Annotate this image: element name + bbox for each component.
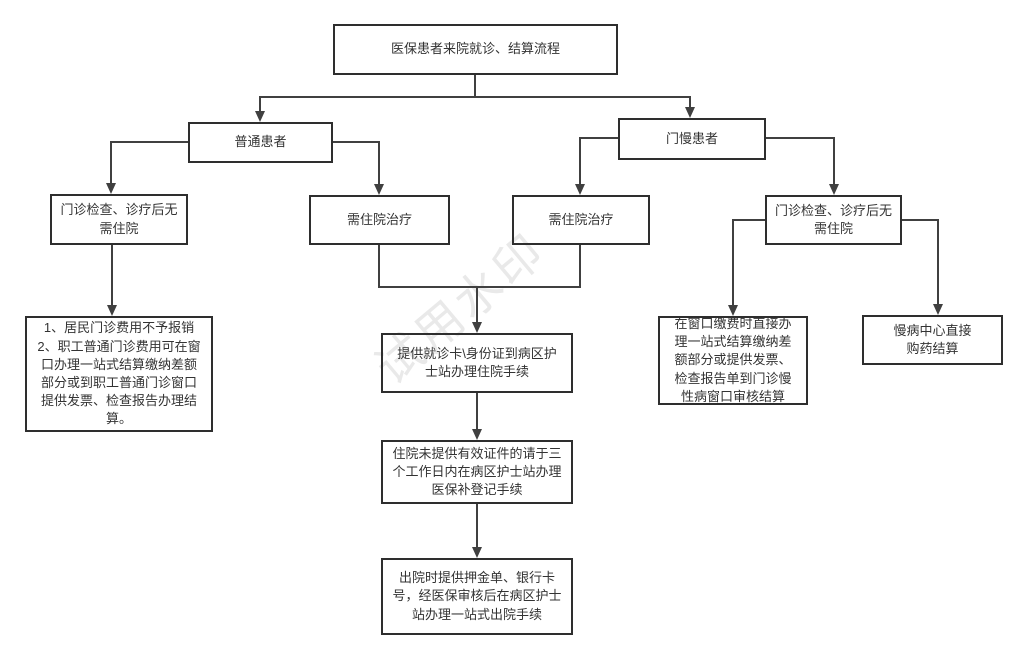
- node-ordinary-no-admission: 门诊检查、诊疗后无需住院: [50, 194, 188, 245]
- arrow-down-icon: [685, 107, 695, 118]
- connector-chrout-left-v: [732, 219, 734, 305]
- connector-chrout-left-h: [732, 219, 765, 221]
- connector-chrout-right-v: [937, 219, 939, 304]
- arrow-down-icon: [106, 183, 116, 194]
- arrow-down-icon: [374, 184, 384, 195]
- node-admission-procedure: 提供就诊卡\身份证到病区护士站办理住院手续: [381, 333, 573, 393]
- node-discharge-procedure: 出院时提供押金单、银行卡号，经医保审核后在病区护士站办理一站式出院手续: [381, 558, 573, 635]
- connector-ordinary-right-v: [378, 141, 380, 184]
- node-chronic-no-admission: 门诊检查、诊疗后无需住院: [765, 195, 902, 245]
- arrow-down-icon: [472, 429, 482, 440]
- connector-root-left-drop: [259, 96, 261, 112]
- connector-ordinary-right-h: [333, 141, 380, 143]
- connector-merge-down-v: [476, 286, 478, 322]
- connector-root-branch: [259, 96, 691, 98]
- node-pharmacy-settlement: 慢病中心直接 购药结算: [862, 315, 1003, 365]
- arrow-down-icon: [575, 184, 585, 195]
- connector-admit-registration-v: [476, 393, 478, 429]
- arrow-down-icon: [472, 547, 482, 558]
- connector-merge-left-v: [378, 245, 380, 288]
- connector-merge-right-v: [579, 245, 581, 288]
- arrow-down-icon: [728, 305, 738, 316]
- node-medicare-supplementary-registration: 住院未提供有效证件的请于三个工作日内在病区护士站办理医保补登记手续: [381, 440, 573, 504]
- connector-ord-note-v: [111, 245, 113, 305]
- connector-root-stem: [474, 75, 476, 97]
- connector-chronic-left-h: [579, 137, 618, 139]
- connector-ordinary-left-h: [110, 141, 188, 143]
- node-window-settlement: 在窗口缴费时直接办理一站式结算缴纳差额部分或提供发票、检查报告单到门诊慢性病窗口…: [658, 316, 808, 405]
- node-ordinary-need-admission: 需住院治疗: [309, 195, 450, 245]
- node-root: 医保患者来院就诊、结算流程: [333, 24, 618, 75]
- connector-merge-h: [378, 286, 581, 288]
- node-ordinary-patient: 普通患者: [188, 122, 333, 163]
- node-chronic-patient: 门慢患者: [618, 118, 766, 160]
- connector-chronic-right-v: [833, 137, 835, 184]
- arrow-down-icon: [933, 304, 943, 315]
- node-chronic-need-admission: 需住院治疗: [512, 195, 650, 245]
- arrow-down-icon: [107, 305, 117, 316]
- arrow-down-icon: [472, 322, 482, 333]
- connector-chronic-left-v: [579, 137, 581, 184]
- arrow-down-icon: [829, 184, 839, 195]
- connector-chrout-right-h: [902, 219, 939, 221]
- connector-root-right-drop: [689, 96, 691, 108]
- connector-ordinary-left-v: [110, 141, 112, 184]
- connector-chronic-right-h: [766, 137, 835, 139]
- arrow-down-icon: [255, 111, 265, 122]
- node-outpatient-settlement-note: 1、居民门诊费用不予报销 2、职工普通门诊费用可在窗口办理一站式结算缴纳差额部分…: [25, 316, 213, 432]
- connector-registration-discharge-v: [476, 504, 478, 547]
